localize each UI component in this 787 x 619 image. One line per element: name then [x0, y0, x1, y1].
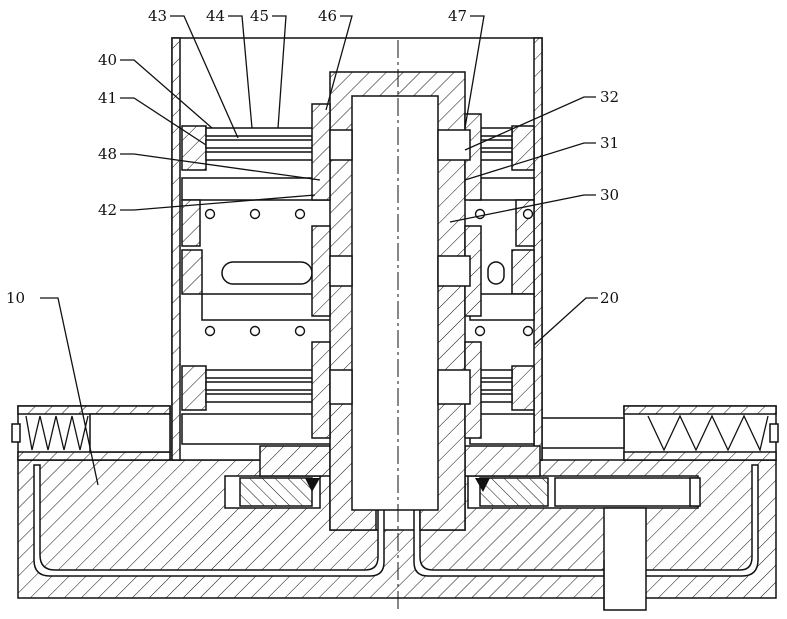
label-47: 47 — [448, 7, 467, 25]
central-shaft — [312, 72, 481, 530]
label-40: 40 — [98, 51, 117, 69]
label-41: 41 — [98, 89, 117, 107]
label-30: 30 — [600, 186, 619, 204]
label-42: 42 — [98, 201, 117, 219]
label-44: 44 — [206, 7, 225, 25]
label-10: 10 — [6, 289, 25, 307]
right-spring-housing — [540, 406, 778, 460]
label-20: 20 — [600, 289, 619, 307]
label-48: 48 — [98, 145, 117, 163]
label-32: 32 — [600, 88, 619, 106]
label-45: 45 — [250, 7, 269, 25]
label-46: 46 — [318, 7, 337, 25]
label-31: 31 — [600, 134, 619, 152]
label-43: 43 — [148, 7, 167, 25]
